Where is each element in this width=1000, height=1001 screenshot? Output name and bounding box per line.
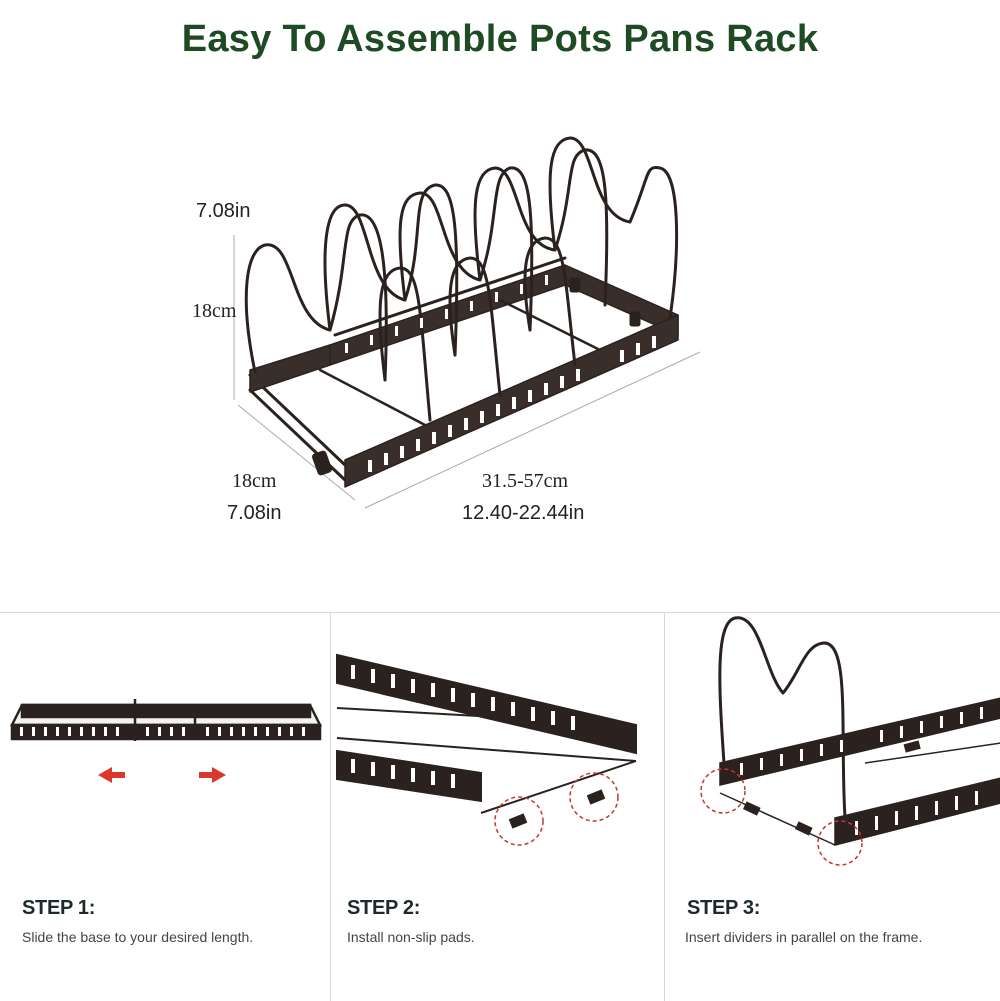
length-dimension-line [364,351,701,509]
step-3-title: STEP 3: [687,897,761,919]
depth-in-label: 7.08in [227,502,282,524]
step-2-panel: STEP 2: Install non-slip pads. [330,613,665,1001]
step-1-illustration [9,699,323,783]
assembly-steps: STEP 1: Slide the base to your desired l… [0,612,1000,1001]
step-2-illustration [336,653,637,846]
step-2-title: STEP 2: [347,897,421,919]
depth-cm-label: 18cm [232,470,277,492]
depth-dimension-line [237,404,356,501]
length-in-label: 12.40-22.44in [462,502,585,524]
rack-illustration [233,136,701,509]
step-3-panel: STEP 3: Insert dividers in parallel on t… [664,613,1000,1001]
step-1-panel: STEP 1: Slide the base to your desired l… [0,613,330,1001]
step-1-description: Slide the base to your desired length. [22,929,254,945]
length-cm-label: 31.5-57cm [482,470,569,492]
height-cm-label: 18cm [192,300,237,322]
product-hero: 7.08in 18cm 18cm 7.08in 31.5-57cm 12.40-… [192,136,701,524]
step-2-description: Install non-slip pads. [347,929,475,945]
step-3-description: Insert dividers in parallel on the frame… [685,929,923,945]
height-in-label: 7.08in [196,200,251,222]
slide-arrows [98,767,226,783]
step-1-title: STEP 1: [22,897,96,919]
page-title: Easy To Assemble Pots Pans Rack [181,18,819,60]
divider-highlight-circles [700,768,863,866]
step-3-illustration [700,616,1000,866]
pad-highlight-circles [494,772,619,846]
